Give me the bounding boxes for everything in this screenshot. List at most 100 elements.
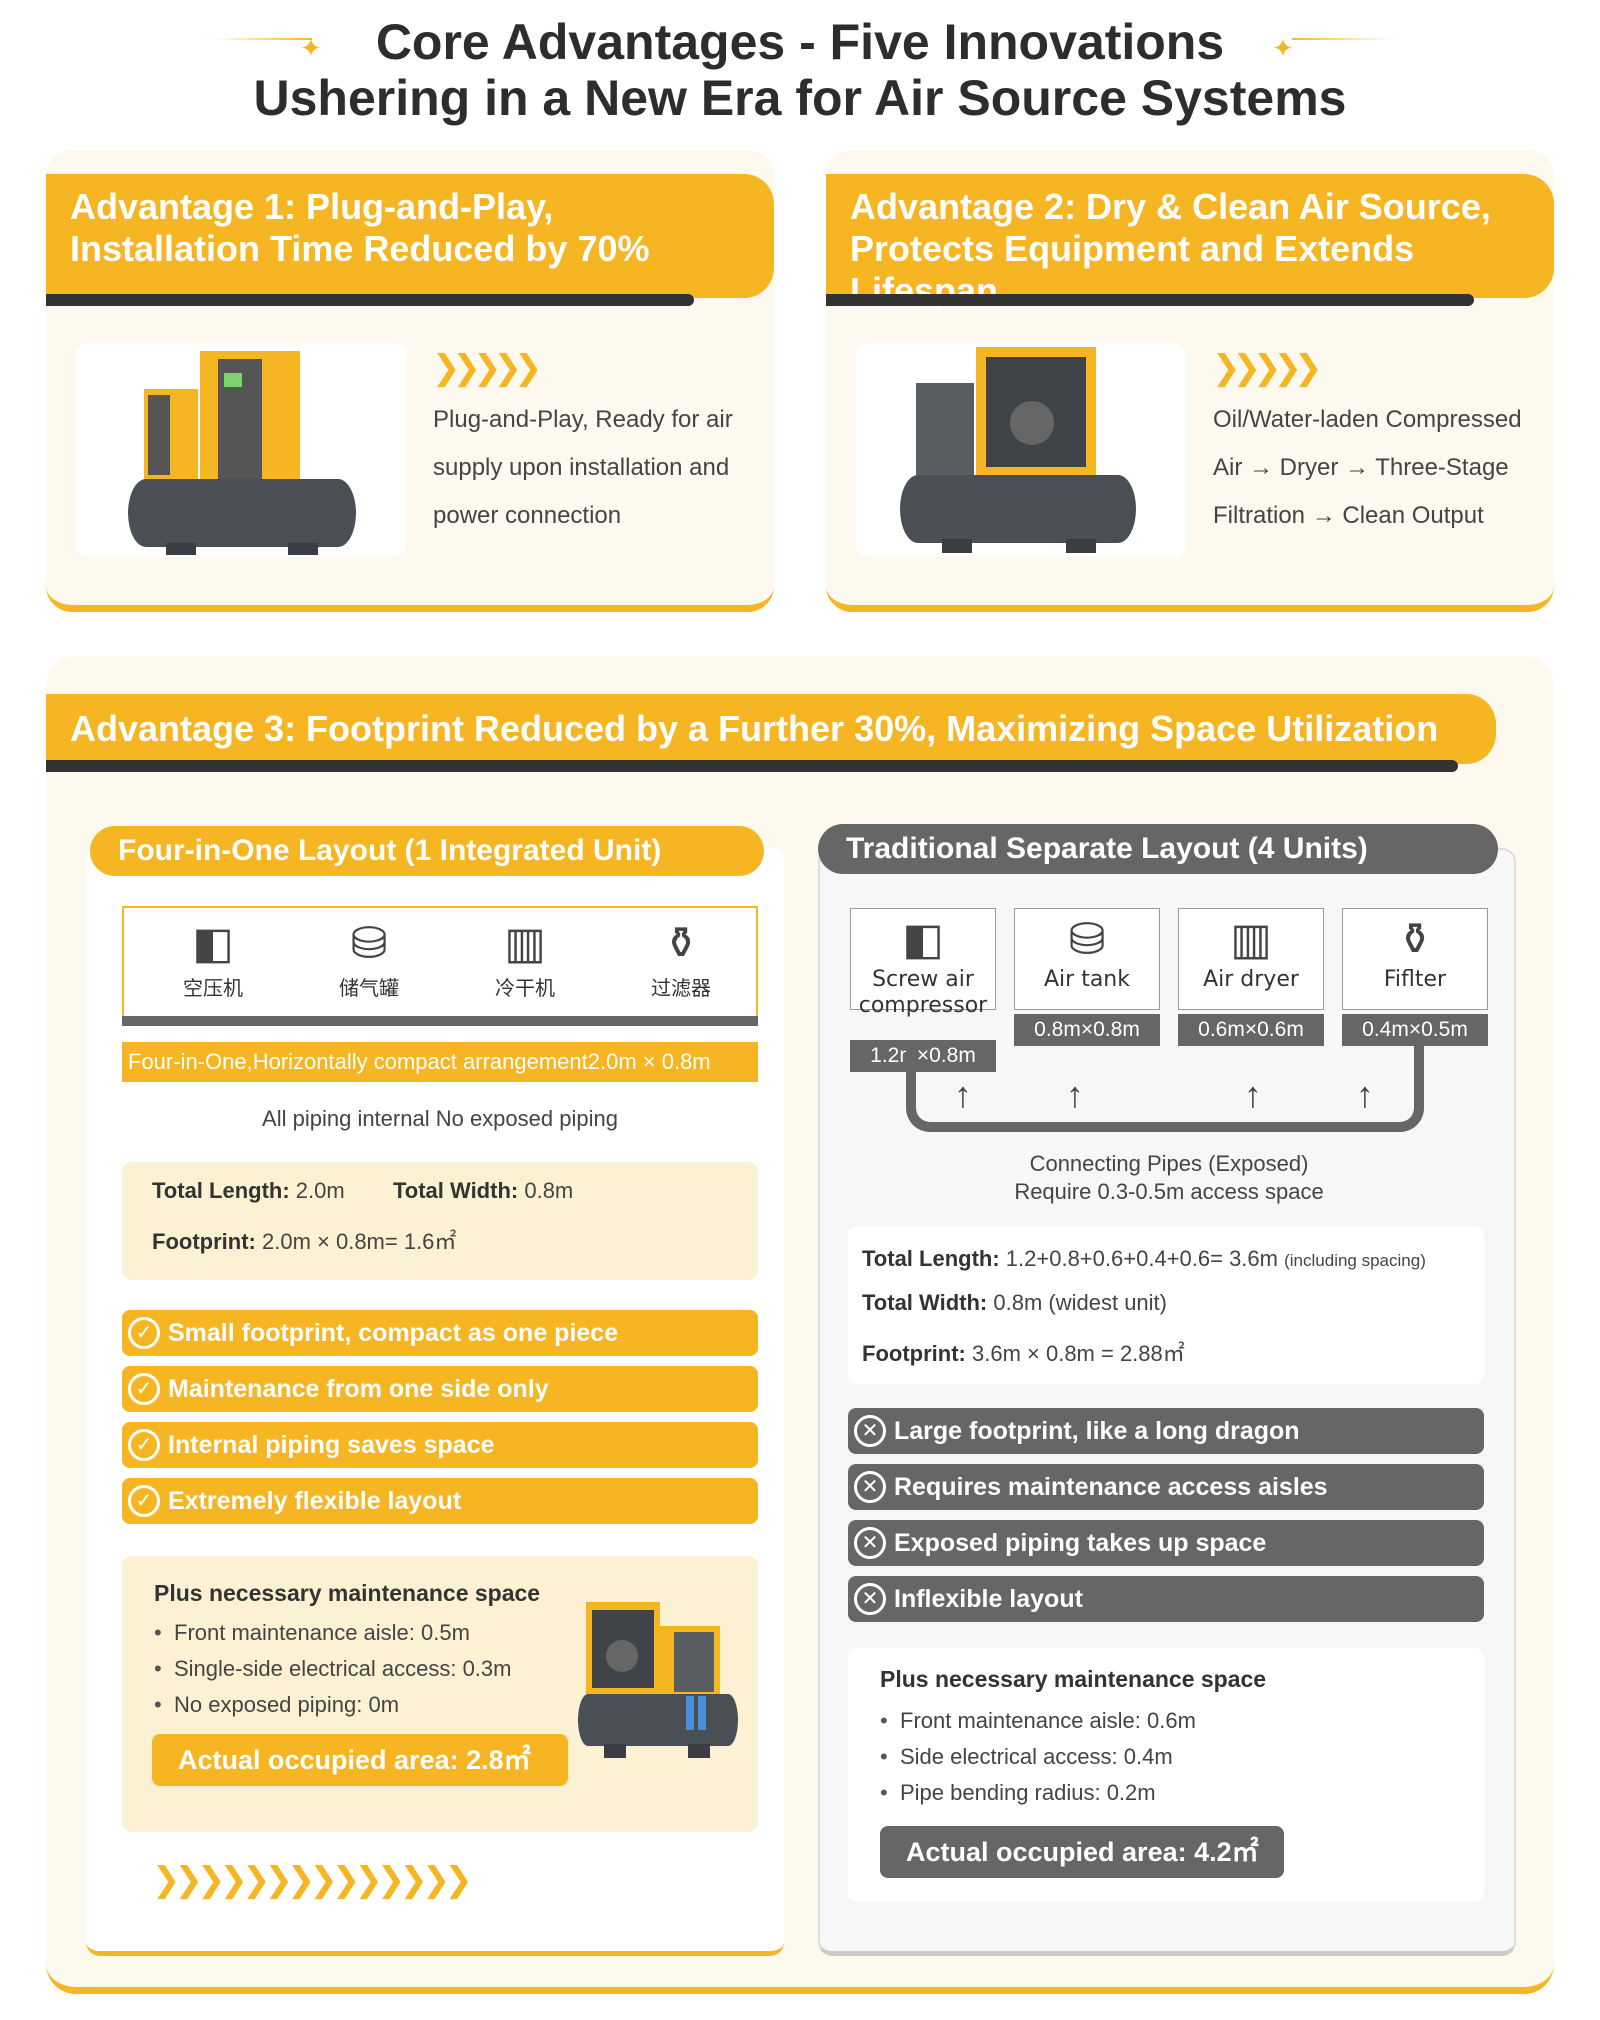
arrow-up-icon: ↑: [1066, 1074, 1084, 1115]
unit-compressor: ◧ 空压机: [138, 918, 288, 1001]
advantage-2-header-bar: [826, 294, 1474, 306]
advantage-1-text-line-2: supply upon installation and: [433, 454, 730, 481]
title-line-1: Core Advantages - Five Innovations: [375, 14, 1225, 70]
feature-pill: ✓ Small footprint, compact as one piece: [122, 1310, 758, 1356]
dimension-tag: 0.8m×0.8m: [1014, 1014, 1160, 1046]
title-line-2: Ushering in a New Era for Air Source Sys…: [253, 70, 1347, 126]
maintenance-item: No exposed piping: 0m: [154, 1692, 399, 1718]
unit-label: 空压机: [183, 976, 243, 1000]
advantage-2-text: Oil/Water-laden Compressed Air → Dryer →…: [1213, 396, 1522, 540]
occupied-area-text: Actual occupied area: 4.2㎡: [906, 1837, 1259, 1867]
chevrons-icon: ❯❯❯❯❯: [432, 349, 542, 387]
feature-text: Maintenance from one side only: [168, 1375, 549, 1403]
label: Total Width:: [392, 1178, 519, 1203]
advantage-1-header-bar: [46, 294, 694, 306]
footprint-line: Footprint: 2.0m × 0.8m= 1.6㎡: [152, 1224, 456, 1256]
compressor-icon: ◧: [192, 918, 234, 969]
air-tank-icon: ⛁: [1068, 914, 1106, 965]
unit-label-line-1: Fiflter: [1383, 967, 1447, 992]
total-length-line: Total Length: 2.0m Total Width: 0.8m: [152, 1178, 573, 1204]
unit-label: 冷干机: [495, 976, 555, 1000]
total-length-line: Total Length: 1.2+0.8+0.6+0.4+0.6= 3.6m …: [862, 1246, 1426, 1272]
advantage-2-text-line-3: Filtration → Clean Output: [1213, 502, 1484, 529]
total-width-line: Total Width: 0.8m (widest unit): [862, 1290, 1167, 1316]
unit-label-line-1: Air dryer: [1203, 967, 1299, 992]
feature-text: Extremely flexible layout: [168, 1487, 462, 1515]
traditional-heading: Traditional Separate Layout (4 Units): [818, 824, 1498, 874]
check-circle-icon: ✓: [128, 1317, 160, 1349]
star-icon: ✦: [300, 33, 322, 63]
advantage-1-text-line-3: power connection: [433, 502, 622, 529]
occupied-area-badge: Actual occupied area: 2.8㎡: [152, 1734, 568, 1786]
piping-note: All piping internal No exposed piping: [262, 1106, 618, 1131]
unit-label-line-1: Air tank: [1044, 967, 1130, 992]
connecting-pipe: [906, 1040, 1424, 1132]
chevrons-icon: ❯❯❯❯❯❯❯❯❯❯❯❯❯❯: [152, 1861, 473, 1899]
drawback-text: Inflexible layout: [894, 1585, 1083, 1613]
advantage-2-title-line-1: Advantage 2: Dry & Clean Air Source,: [850, 186, 1491, 227]
advantage-3-header: Advantage 3: Footprint Reduced by a Furt…: [46, 694, 1496, 764]
advantage-1-title-line-1: Advantage 1: Plug-and-Play,: [70, 186, 554, 227]
drawback-text: Exposed piping takes up space: [894, 1529, 1267, 1557]
four-in-one-dimension-strip: Four-in-One,Horizontally compact arrange…: [122, 1042, 758, 1082]
arrow-up-icon: ↑: [954, 1074, 972, 1115]
note: (including spacing): [1284, 1251, 1426, 1270]
advantage-1-header: Advantage 1: Plug-and-Play, Installation…: [46, 174, 774, 298]
drawback-text: Requires maintenance access aisles: [894, 1473, 1328, 1501]
pipe-note-line-2: Require 0.3-0.5m access space: [1014, 1179, 1324, 1204]
label: Footprint:: [862, 1341, 966, 1366]
filter-icon: ⚱: [662, 918, 700, 969]
value: 1.2+0.8+0.6+0.4+0.6= 3.6m: [1005, 1246, 1278, 1271]
feature-pill: ✓ Maintenance from one side only: [122, 1366, 758, 1412]
value: 2.0m × 0.8m= 1.6㎡: [261, 1229, 457, 1254]
page-title: Core Advantages - Five Innovations Usher…: [0, 14, 1600, 126]
unit-label: 储气罐: [339, 976, 399, 1000]
arrow-up-icon: ↑: [1244, 1074, 1262, 1115]
chevrons-icon: ❯❯❯❯❯: [1212, 349, 1322, 387]
pipe-note-line-1: Connecting Pipes (Exposed): [1029, 1151, 1309, 1176]
trad-unit-dryer: ▥ Air dryer: [1178, 908, 1324, 1010]
traditional-stats: Total Length: 1.2+0.8+0.6+0.4+0.6= 3.6m …: [848, 1226, 1484, 1384]
label: Total Length:: [152, 1178, 290, 1203]
advantage-1-title-line-2: Installation Time Reduced by 70%: [70, 228, 650, 269]
unit-label-line-2: compressor: [858, 993, 988, 1018]
x-circle-icon: ✕: [854, 1527, 886, 1559]
four-in-one-machine-image: [578, 1602, 738, 1758]
advantage-1-image: [76, 343, 406, 557]
air-tank-icon: ⛁: [350, 918, 388, 969]
label: Footprint:: [152, 1229, 256, 1254]
maintenance-title: Plus necessary maintenance space: [154, 1580, 541, 1606]
check-circle-icon: ✓: [128, 1429, 160, 1461]
check-circle-icon: ✓: [128, 1485, 160, 1517]
four-in-one-heading: Four-in-One Layout (1 Integrated Unit): [90, 826, 764, 876]
maintenance-item: Front maintenance aisle: 0.5m: [154, 1620, 470, 1646]
label: Total Length:: [862, 1246, 1000, 1271]
star-icon: ✦: [1272, 33, 1294, 63]
maintenance-item: Single-side electrical access: 0.3m: [154, 1656, 511, 1682]
drawback-pill: ✕ Inflexible layout: [848, 1576, 1484, 1622]
unit-base-strip: [122, 1016, 758, 1026]
title-deco-right: [1292, 38, 1392, 40]
dimension-tag: 0.4m×0.5m: [1342, 1014, 1488, 1046]
feature-pill: ✓ Internal piping saves space: [122, 1422, 758, 1468]
feature-pill: ✓ Extremely flexible layout: [122, 1478, 758, 1524]
value: 3.6m × 0.8m = 2.88㎡: [971, 1341, 1185, 1366]
pipe-note: Connecting Pipes (Exposed) Require 0.3-0…: [850, 1150, 1488, 1206]
drawback-pill: ✕ Exposed piping takes up space: [848, 1520, 1484, 1566]
filter-icon: ⚱: [1396, 914, 1434, 965]
value: 2.0m: [295, 1178, 345, 1203]
advantage-2-header: Advantage 2: Dry & Clean Air Source, Pro…: [826, 174, 1554, 311]
dryer-icon: ▥: [1230, 914, 1272, 965]
drawback-pill: ✕ Requires maintenance access aisles: [848, 1464, 1484, 1510]
compressor-machine-image: [128, 351, 356, 555]
x-circle-icon: ✕: [854, 1583, 886, 1615]
label: Total Width:: [862, 1290, 988, 1315]
advantage-1-text: Plug-and-Play, Ready for air supply upon…: [433, 396, 733, 540]
unit-air-tank: ⛁ 储气罐: [294, 918, 444, 1001]
dimension-tag: 0.6m×0.6m: [1178, 1014, 1324, 1046]
drawback-pill: ✕ Large footprint, like a long dragon: [848, 1408, 1484, 1454]
unit-label: 过滤器: [651, 976, 711, 1000]
title-deco-left: [212, 38, 312, 40]
advantage-2-text-line-2: Air → Dryer → Three-Stage: [1213, 454, 1509, 481]
feature-text: Small footprint, compact as one piece: [168, 1319, 619, 1347]
